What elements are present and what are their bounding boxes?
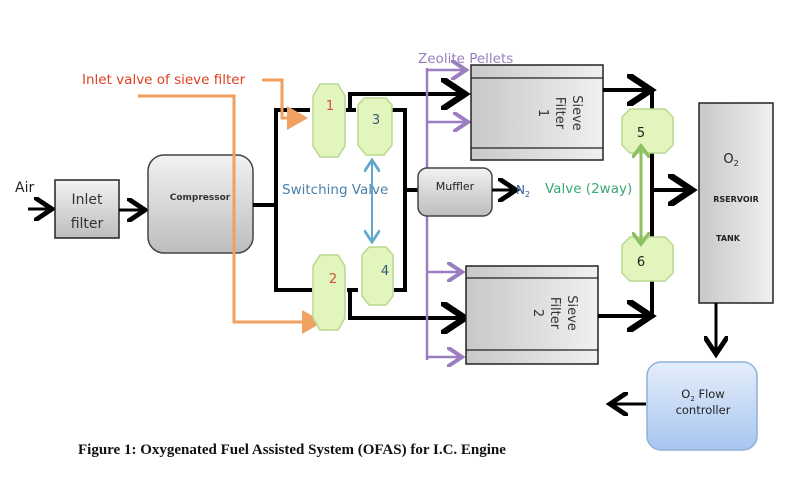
- valve-1-label: 1: [326, 99, 334, 114]
- zeolite-label: Zeolite Pellets: [418, 51, 513, 67]
- compressor-box: Compressor: [147, 154, 254, 254]
- valve-2way-label: Valve (2way): [545, 181, 632, 197]
- sieve1-label-3: 1: [535, 109, 550, 117]
- valve-3-label: 3: [372, 113, 380, 128]
- inlet-valve-label: Inlet valve of sieve filter: [82, 72, 246, 88]
- sieve-filter-2: Sieve Filter 2: [465, 265, 599, 365]
- o2-label: O2: [723, 152, 738, 168]
- valve-6[interactable]: 6: [621, 236, 674, 282]
- valve-2-label: 2: [329, 272, 337, 287]
- valve-4-label: 4: [381, 264, 389, 279]
- sieve-output-lines: [598, 90, 692, 316]
- inlet-filter-box: Inlet filter: [54, 179, 120, 239]
- valve-6-label: 6: [637, 255, 645, 270]
- inlet-valve-lines: [138, 78, 323, 334]
- valve-5-label: 5: [637, 126, 645, 141]
- sieve2-label-2: Filter: [547, 297, 562, 330]
- valve-1[interactable]: 1: [312, 83, 346, 158]
- flow-label-1: O2 Flow: [681, 387, 724, 403]
- valve-3[interactable]: 3: [357, 97, 393, 156]
- reservoir-label: RSERVOIR: [713, 195, 759, 204]
- muffler-label: Muffler: [436, 180, 475, 193]
- n2-label: N2: [516, 183, 530, 199]
- sieve2-label-1: Sieve: [564, 295, 579, 331]
- switching-valve-label: Switching Valve: [282, 182, 388, 198]
- valve-5[interactable]: 5: [621, 108, 674, 154]
- o2-flow-controller[interactable]: O2 Flow controller: [646, 361, 758, 451]
- valve-2[interactable]: 2: [312, 254, 346, 331]
- flow-label-2: controller: [676, 403, 731, 417]
- figure-caption: Figure 1: Oxygenated Fuel Assisted Syste…: [78, 442, 506, 458]
- sieve1-label-1: Sieve: [569, 95, 584, 131]
- air-label: Air: [15, 180, 34, 196]
- compressor-label: Compressor: [170, 193, 231, 203]
- o2-reservoir-tank: O2 RSERVOIR TANK: [698, 102, 774, 304]
- tank-label: TANK: [716, 234, 741, 243]
- sieve1-label-2: Filter: [552, 97, 567, 130]
- inlet-filter-label-2: filter: [71, 216, 104, 232]
- valve-4[interactable]: 4: [361, 246, 394, 306]
- muffler-box: Muffler: [417, 167, 493, 217]
- sieve2-label-3: 2: [530, 309, 545, 317]
- inlet-filter-label-1: Inlet: [72, 192, 104, 208]
- sieve-filter-1: Sieve Filter 1: [470, 64, 604, 161]
